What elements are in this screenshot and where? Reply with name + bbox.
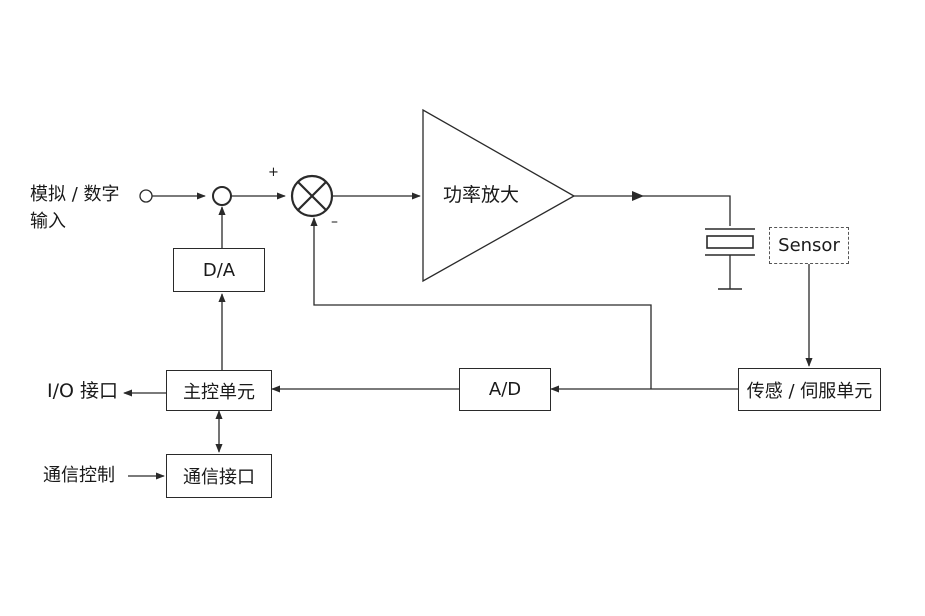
io-port-label: I/O 接口 — [47, 380, 118, 402]
comm-control-label: 通信控制 — [43, 465, 115, 486]
summing-plus-sign: + — [268, 165, 279, 180]
input-label-line2: 输入 — [30, 211, 66, 232]
feedback-wire — [310, 217, 652, 389]
amp-output-wire — [574, 195, 731, 226]
ad-block: A/D — [459, 368, 551, 411]
amp-output-arrow — [632, 191, 644, 201]
power-amp-label: 功率放大 — [443, 184, 520, 206]
summing-minus-sign: – — [331, 214, 338, 230]
da-block: D/A — [173, 248, 265, 292]
junction-node — [212, 186, 232, 206]
power-amp-triangle — [422, 108, 576, 283]
input-label-line1: 模拟 / 数字 — [30, 184, 120, 205]
main-control-block: 主控单元 — [166, 370, 272, 411]
input-terminal — [139, 189, 153, 203]
comm-interface-block: 通信接口 — [166, 454, 272, 498]
transducer-element — [705, 228, 755, 290]
sensor-servo-block: 传感 / 伺服单元 — [738, 368, 881, 411]
sensor-block: Sensor — [769, 227, 849, 264]
summing-point — [290, 174, 334, 218]
